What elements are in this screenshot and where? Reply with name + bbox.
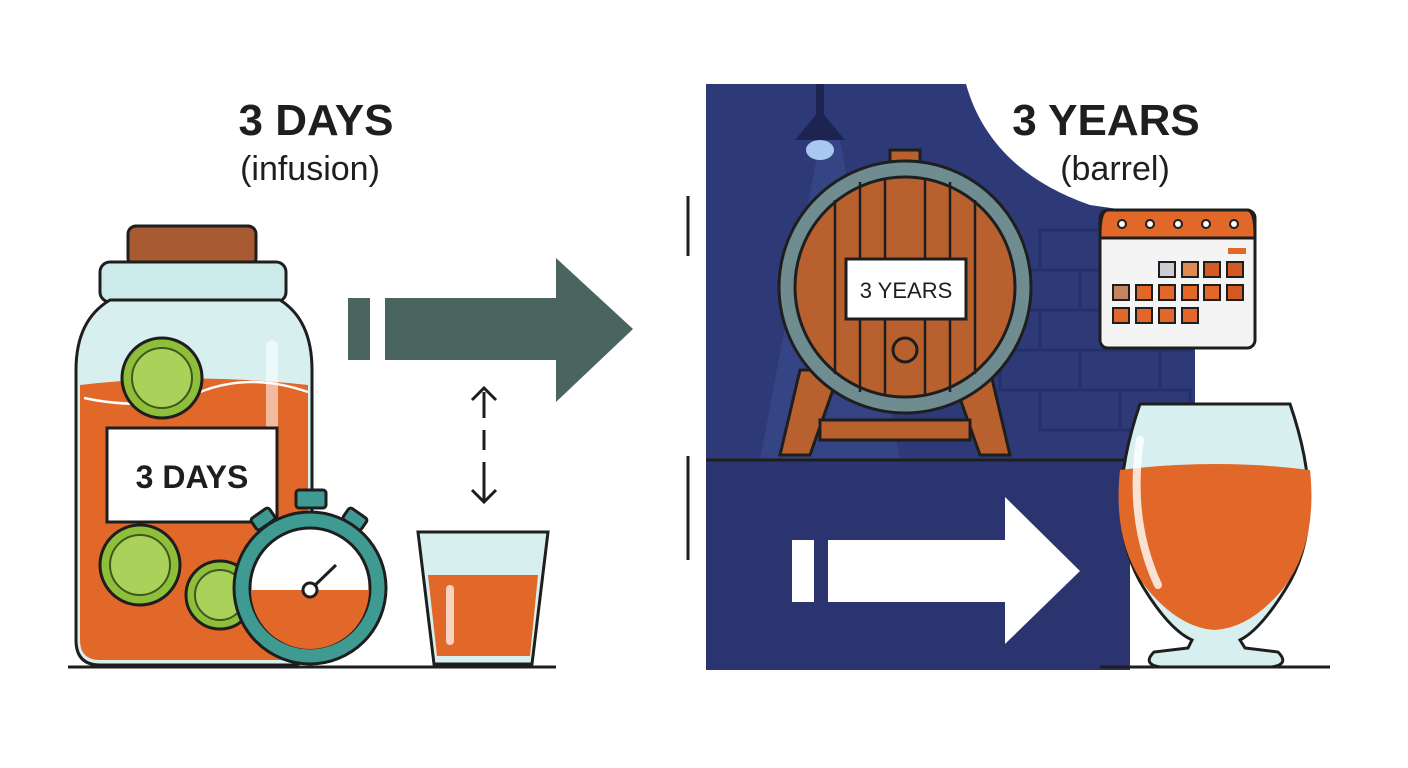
snifter-glass-icon: [1118, 402, 1312, 669]
lime-slice-icon: [120, 336, 204, 420]
shot-glass-icon: [416, 530, 550, 666]
lamp-icon: [795, 84, 845, 160]
arrow-right-icon: [348, 258, 633, 402]
right-title: 3 YEARS: [1012, 96, 1200, 145]
stopwatch-icon: [232, 488, 388, 666]
jar-label: [105, 426, 279, 524]
arrow-right-icon: [792, 497, 1080, 644]
cork-icon: [126, 224, 258, 268]
left-title: 3 DAYS: [239, 96, 394, 145]
jar-label-text: 3 DAYS: [136, 459, 249, 495]
barrel-icon: 3 YEARS: [777, 148, 1033, 457]
double-arrow-icon: [470, 385, 498, 505]
right-subtitle: (barrel): [1060, 150, 1170, 188]
calendar-icon: [1098, 208, 1257, 350]
lime-slice-icon: [98, 523, 182, 607]
barrel-label-text: 3 YEARS: [860, 278, 953, 303]
left-subtitle: (infusion): [240, 150, 380, 188]
